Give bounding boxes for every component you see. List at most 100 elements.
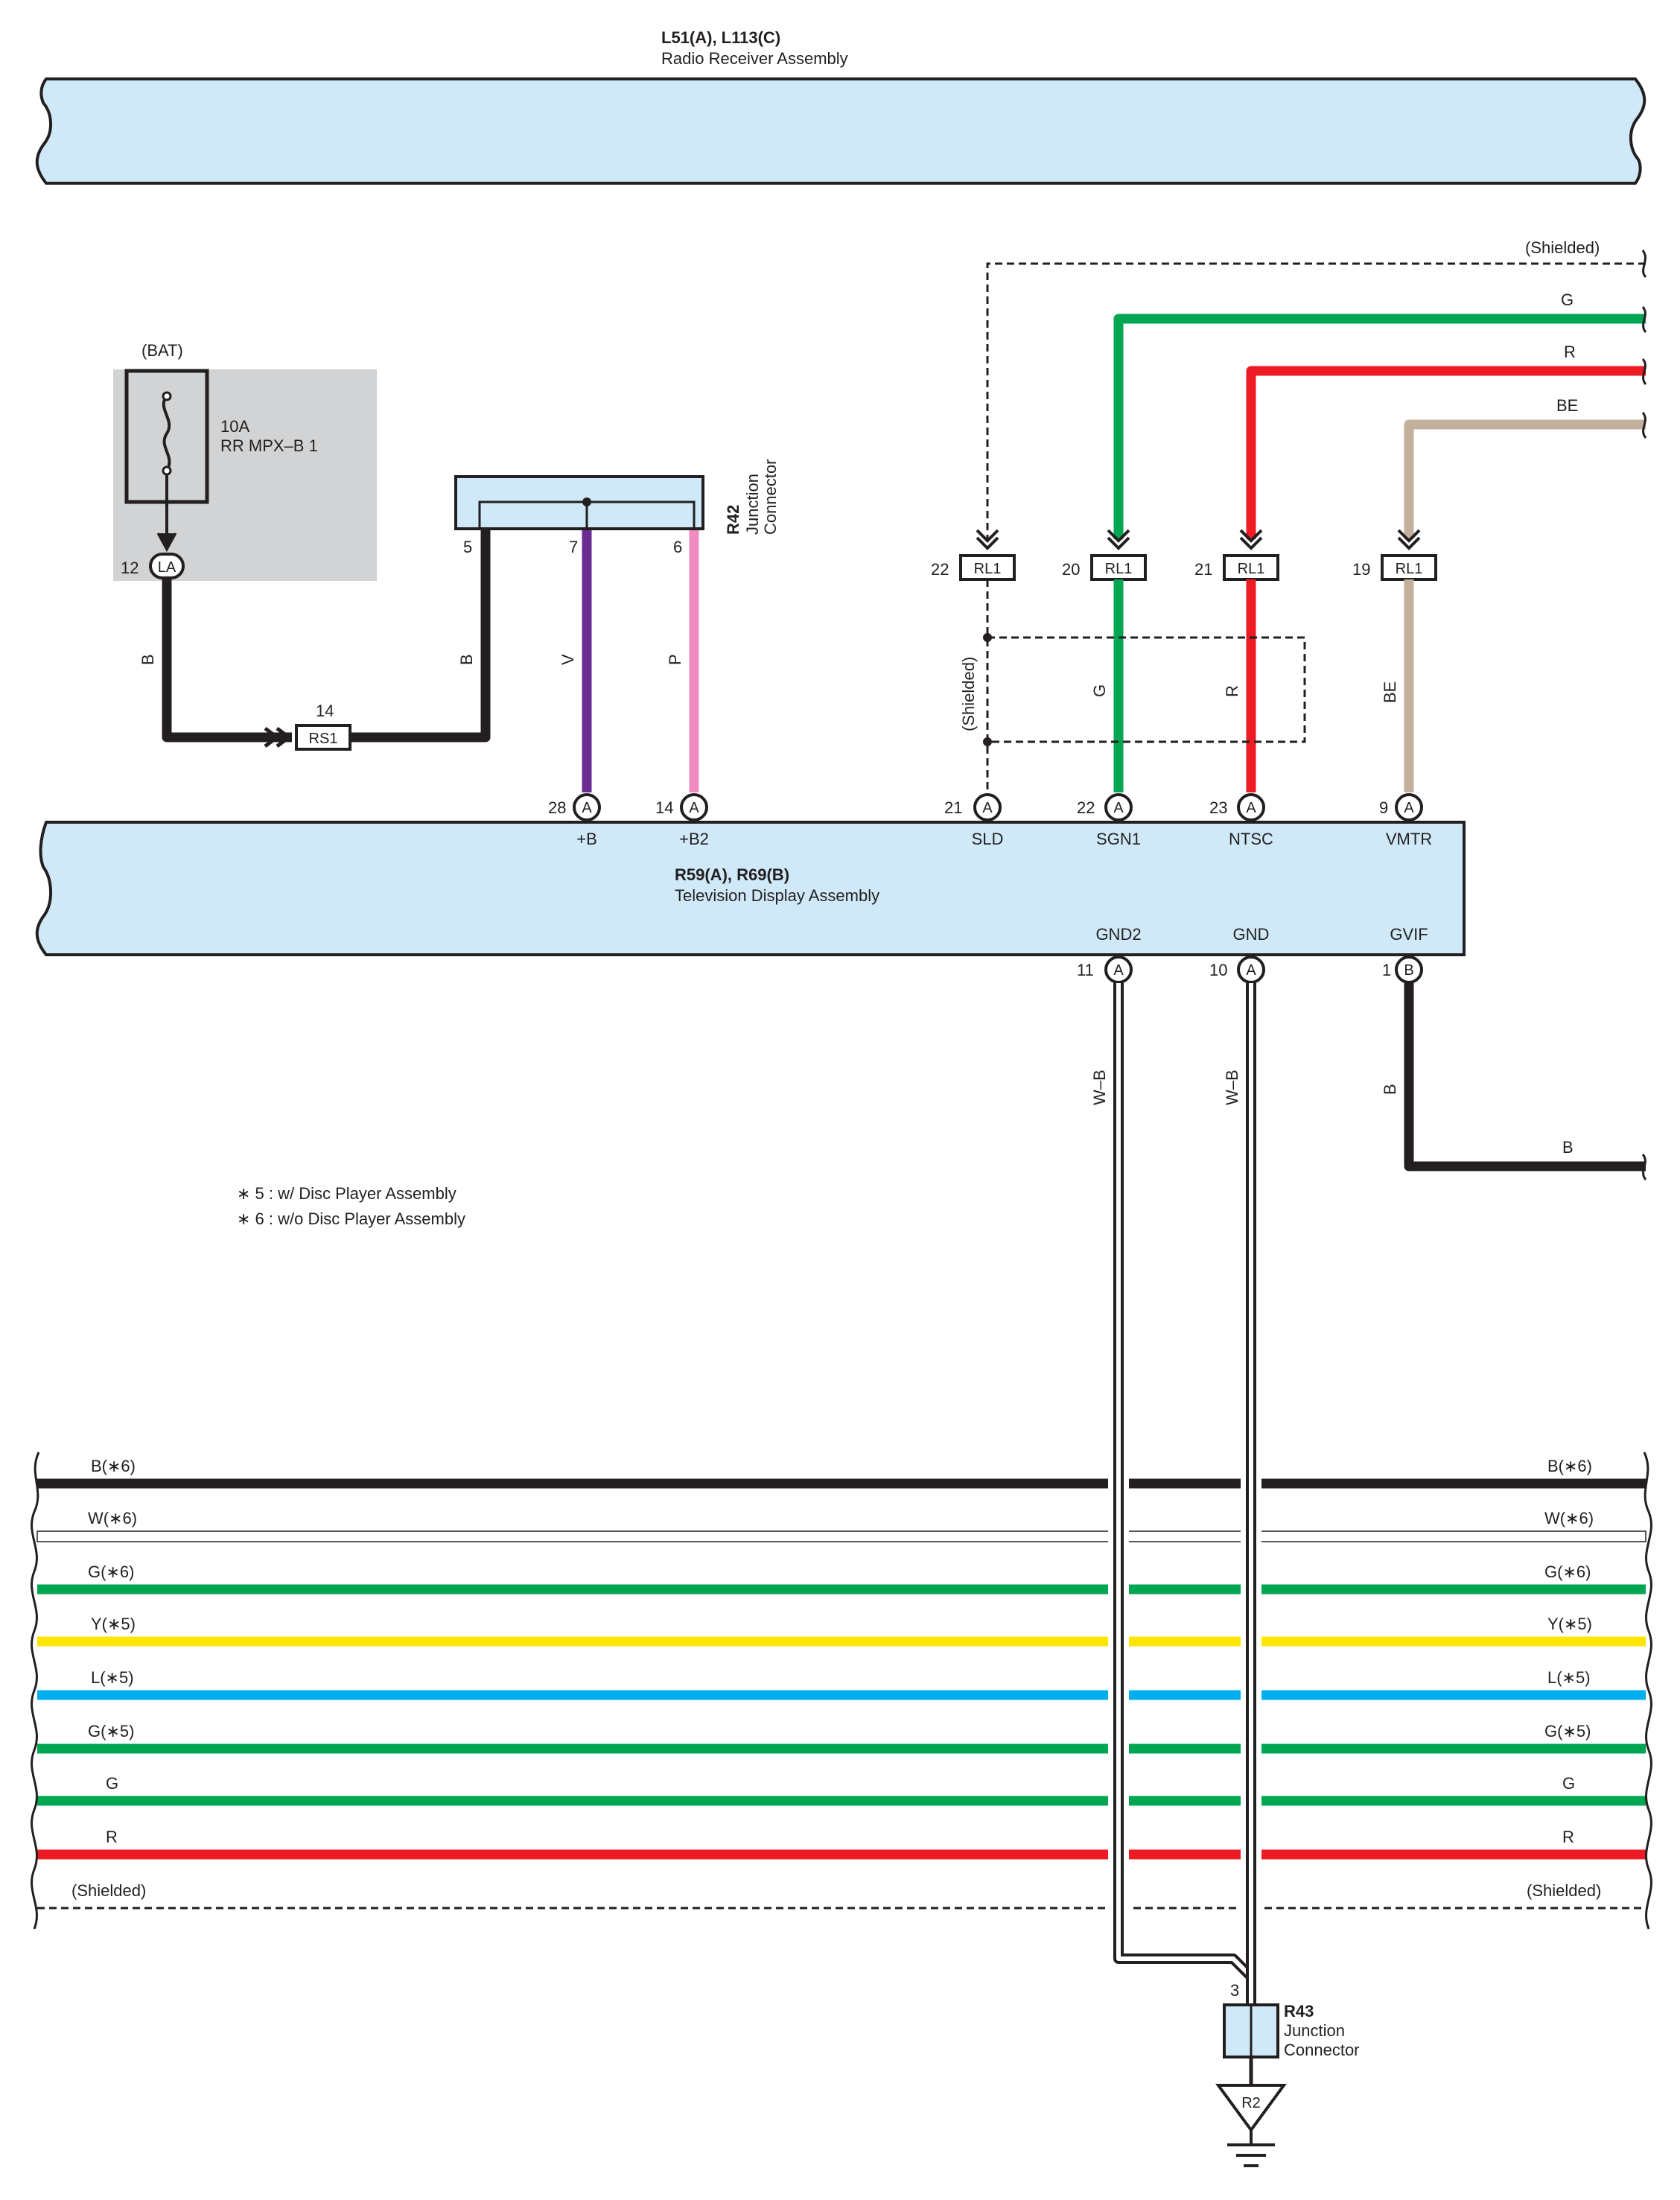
- fuse-icon: [162, 395, 171, 472]
- tv-display-name: Television Display Assembly: [675, 886, 879, 905]
- tv-pin-9-conn: A: [1404, 800, 1414, 816]
- tv-pin-11: GND2 A 11: [1077, 925, 1142, 984]
- tv-pin-28-label: +B: [576, 830, 597, 848]
- wire-b-gvif: [1404, 983, 1646, 1171]
- break-mark-gvif: [1641, 1154, 1647, 1180]
- tv-display-box: [35, 821, 1466, 956]
- shield-dot-bottom: [983, 737, 992, 746]
- harness-label-left-7: G: [106, 1774, 118, 1793]
- fuse-terminal-top: [162, 391, 172, 401]
- fuse-terminal-bottom: [162, 465, 172, 476]
- tv-pin-1-num: 1: [1382, 961, 1391, 979]
- tv-pin-22: A 22 SGN1: [1077, 793, 1141, 848]
- rl1-connector-21: RL1 21: [1194, 529, 1279, 581]
- r42-code: R42: [724, 505, 742, 535]
- r42-pin-5: 5: [463, 538, 472, 556]
- radio-receiver-box: [35, 77, 1646, 185]
- break-mark-g: [1641, 306, 1647, 333]
- shield-box: [987, 636, 1306, 743]
- harness-wire-3: G(∗6) G(∗6): [37, 1562, 1646, 1595]
- rl1-20-label: RL1: [1105, 561, 1133, 577]
- wire-label-g-right: G: [1561, 290, 1574, 309]
- tv-pin-28-conn: A: [582, 800, 592, 816]
- rs1-arrow-icon: [264, 727, 293, 748]
- harness-label-left-5: L(∗5): [91, 1668, 134, 1687]
- harness-label-right-5: L(∗5): [1547, 1668, 1591, 1687]
- tv-pin-9-num: 9: [1379, 798, 1388, 817]
- harness-label-right-3: G(∗6): [1544, 1562, 1591, 1581]
- tv-pin-28-num: 28: [548, 798, 566, 817]
- fuse-block: (BAT) 10A RR MPX–B 1 LA 12: [113, 341, 377, 581]
- wire-label-be-vertical: BE: [1381, 681, 1399, 703]
- tv-pin-9: A 9 VMTR: [1379, 793, 1432, 848]
- tv-pin-10-num: 10: [1209, 961, 1227, 979]
- fuse-pin-number: 12: [121, 559, 139, 577]
- harness-label-right-7: G: [1562, 1774, 1575, 1793]
- harness-wire-2: W(∗6) W(∗6): [36, 1509, 1646, 1542]
- harness-label-left-1: B(∗6): [91, 1457, 136, 1475]
- rs1-label: RS1: [309, 731, 338, 747]
- note-2: ∗ 6 : w/o Disc Player Assembly: [237, 1209, 465, 1228]
- r43-line1: Junction: [1284, 2021, 1345, 2040]
- harness-label-left-4: Y(∗5): [91, 1615, 136, 1633]
- wire-be-relay: [1404, 419, 1646, 539]
- rl1-connector-22: RL1 22: [931, 529, 1016, 581]
- tv-display-panel: R59(A), R69(B) Television Display Assemb…: [35, 793, 1466, 984]
- tv-pin-23-label: NTSC: [1229, 830, 1273, 848]
- shield-label-vertical: (Shielded): [959, 657, 978, 731]
- tv-pin-22-num: 22: [1077, 798, 1095, 817]
- tv-pin-10: GND A 10: [1209, 925, 1269, 984]
- tv-pin-11-num: 11: [1077, 961, 1094, 979]
- wire-label-p: P: [666, 654, 684, 665]
- rl1-20-pin: 20: [1062, 560, 1080, 579]
- harness-wire-8: R R: [37, 1828, 1646, 1860]
- connector-la-label: LA: [158, 559, 176, 576]
- harness-shield-label-right: (Shielded): [1527, 1881, 1601, 1900]
- r43-junction-connector: 3 R43 Junction Connector R2: [1215, 1981, 1360, 2167]
- wire-r-relay: [1246, 366, 1646, 539]
- tv-pin-1-conn: B: [1404, 962, 1413, 979]
- wire-label-b-left: B: [139, 654, 157, 665]
- fuse-name: RR MPX–B 1: [220, 436, 318, 455]
- shield-dot-top: [983, 633, 992, 642]
- harness-label-right-6: G(∗5): [1544, 1722, 1591, 1740]
- tv-pin-21-conn: A: [982, 800, 993, 816]
- harness-wire-6: G(∗5) G(∗5): [37, 1722, 1646, 1754]
- break-mark-top-right: [1641, 249, 1647, 279]
- harness-wire-5: L(∗5) L(∗5): [37, 1668, 1646, 1700]
- tv-pin-21: A 21 SLD: [944, 793, 1003, 848]
- r42-line2: Connector: [761, 459, 780, 535]
- relay-wires: (Shielded) G R BE RL1 22 RL1 20 RL1: [931, 238, 1647, 792]
- wire-label-b-gvif-vertical: B: [1381, 1084, 1399, 1095]
- r43-pin-number: 3: [1230, 1981, 1239, 2000]
- ground-symbol-icon: [1227, 2130, 1275, 2167]
- rl1-connector-20: RL1 20: [1062, 529, 1147, 581]
- radio-receiver-name: Radio Receiver Assembly: [661, 49, 848, 68]
- harness-label-right-8: R: [1562, 1828, 1574, 1846]
- wire-label-wb-gnd2: W–B: [1090, 1069, 1109, 1105]
- fuse-box-shade: [113, 369, 377, 581]
- wire-label-b-gvif: B: [1562, 1138, 1574, 1157]
- wire-label-wb-gnd: W–B: [1223, 1069, 1241, 1105]
- tv-display-code: R59(A), R69(B): [675, 865, 789, 884]
- tv-pin-1: GVIF B 1: [1382, 925, 1428, 984]
- harness-label-left-6: G(∗5): [88, 1722, 134, 1740]
- harness-break-right: [1643, 1452, 1652, 1930]
- r42-pin-7: 7: [569, 538, 578, 556]
- harness-break-left: [31, 1452, 40, 1930]
- wire-label-r-vertical: R: [1223, 685, 1241, 697]
- harness-wire-1: B(∗6) B(∗6): [37, 1457, 1646, 1489]
- shield-top-dashed: [986, 262, 1646, 539]
- wire-label-r-right: R: [1564, 343, 1576, 361]
- rl1-22-pin: 22: [931, 560, 949, 579]
- harness-label-left-3: G(∗6): [88, 1562, 134, 1581]
- r42-junction-connector: 5 7 6 R42 Junction Connector: [454, 459, 780, 556]
- tv-pin-23-num: 23: [1209, 798, 1227, 817]
- tv-pin-14-label: +B2: [679, 830, 709, 848]
- tv-pin-22-conn: A: [1113, 800, 1124, 816]
- battery-wire: RS1 14 B B: [139, 529, 491, 751]
- harness-wire-7: G G: [37, 1774, 1646, 1806]
- tv-pin-22-label: SGN1: [1096, 830, 1141, 848]
- harness-shield: (Shielded) (Shielded): [37, 1881, 1646, 1910]
